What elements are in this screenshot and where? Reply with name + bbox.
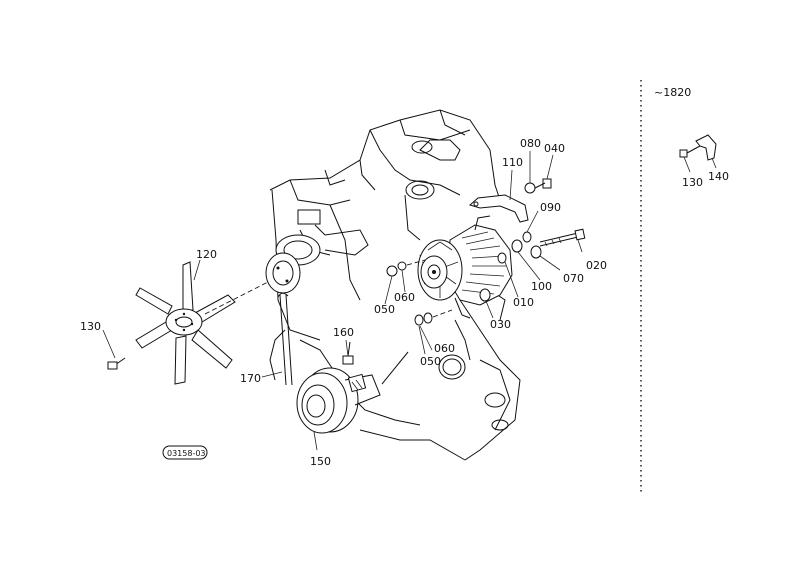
label-170: 170	[240, 372, 261, 385]
washer-lower-drawing	[479, 288, 491, 302]
label-100: 100	[531, 280, 552, 293]
nut-group-top	[524, 178, 552, 194]
leader-lines	[102, 151, 717, 451]
label-090: 090	[540, 201, 561, 214]
label-160: 160	[333, 326, 354, 339]
fan-belt-drawing	[277, 292, 293, 386]
nut-group-left-upper	[386, 259, 426, 277]
crank-pulley-drawing	[296, 351, 409, 434]
label-110: 110	[502, 156, 523, 169]
label-120: 120	[196, 248, 217, 261]
label-ref-1820: ~1820	[654, 86, 691, 99]
drive-pulley-upper	[265, 234, 321, 294]
label-020: 020	[586, 259, 607, 272]
label-050-upper: 050	[374, 303, 395, 316]
washer-group-right	[497, 231, 542, 264]
fan-axis-line	[204, 281, 269, 315]
label-080: 080	[520, 137, 541, 150]
label-060-upper: 060	[394, 291, 415, 304]
long-bolt-drawing	[539, 228, 586, 247]
label-130-fan-bolt: 130	[80, 320, 101, 333]
label-010: 010	[513, 296, 534, 309]
label-060-lower: 060	[434, 342, 455, 355]
inset-parts-drawing	[679, 134, 717, 161]
drawing-code-stamp	[162, 445, 208, 460]
cooling-fan-drawing	[135, 261, 236, 385]
label-drawing-code: 03158-03	[167, 449, 206, 458]
label-050-lower: 050	[420, 355, 441, 368]
label-150: 150	[310, 455, 331, 468]
alternator-drawing	[417, 215, 513, 319]
adjusting-bracket-drawing	[468, 194, 529, 223]
fan-bolt-drawing	[107, 357, 126, 370]
sealing-ring-drawing	[438, 354, 466, 380]
label-130-inset: 130	[682, 176, 703, 189]
nut-group-left-lower	[414, 309, 453, 326]
label-140: 140	[708, 170, 729, 183]
label-040: 040	[544, 142, 565, 155]
label-070: 070	[563, 272, 584, 285]
label-030: 030	[490, 318, 511, 331]
